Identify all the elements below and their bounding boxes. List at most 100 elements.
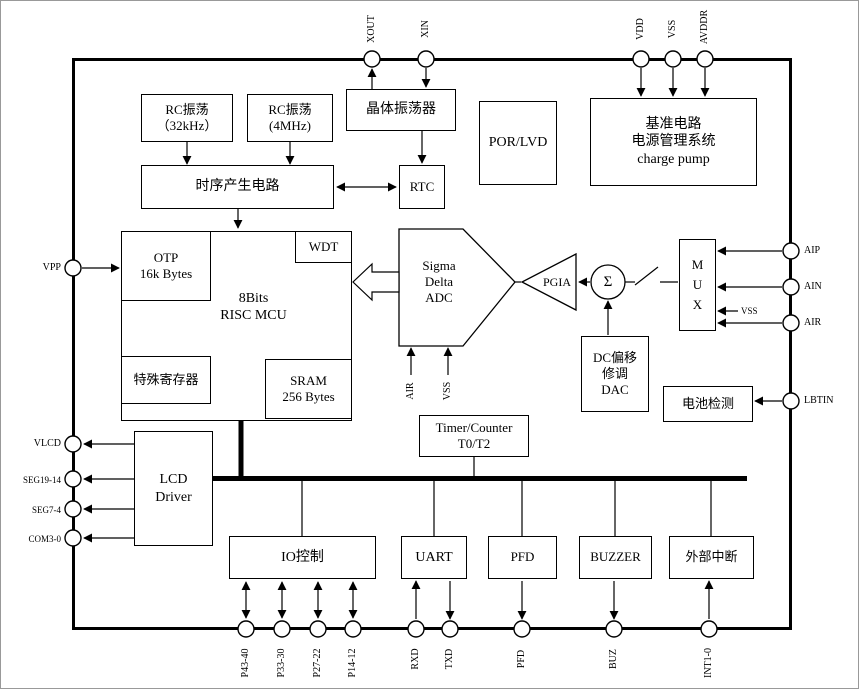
pin-label-seg19-14: SEG19-14 xyxy=(23,475,61,485)
block-wdt: WDT xyxy=(295,231,352,263)
timing-label: 时序产生电路 xyxy=(195,179,280,195)
block-buzzer: BUZZER xyxy=(579,536,652,579)
pin-xout xyxy=(363,50,381,68)
adc-to-mcu-bus-arrow xyxy=(352,262,400,302)
otp-label-1: OTP xyxy=(153,249,179,265)
pin-vss xyxy=(664,50,682,68)
pin-buz xyxy=(605,620,623,638)
block-rtc: RTC xyxy=(399,165,445,209)
dc-dac-label-1: DC偏移 xyxy=(592,349,638,365)
pin-label-vss-top: VSS xyxy=(667,19,678,39)
block-otp: OTP 16k Bytes xyxy=(121,231,211,301)
power-label-1: 基准电路 xyxy=(645,116,702,132)
pin-label-vdd: VDD xyxy=(635,18,646,40)
adc-shape xyxy=(398,228,516,347)
pin-p43-40 xyxy=(237,620,255,638)
block-special-registers: 特殊寄存器 xyxy=(121,356,211,404)
pin-label-p43-40: P43-40 xyxy=(240,648,251,678)
battery-label: 电池检测 xyxy=(681,395,734,411)
block-uart: UART xyxy=(401,536,467,579)
mcu-label-1: 8Bits xyxy=(238,290,269,306)
pin-label-lbtin: LBTIN xyxy=(804,395,834,406)
pgia-label: PGIA xyxy=(535,275,579,289)
pin-rxd xyxy=(407,620,425,638)
pin-label-xin: XIN xyxy=(420,20,431,38)
pin-label-p14-12: P14-12 xyxy=(347,648,358,678)
por-lvd-label: POR/LVD xyxy=(488,135,548,151)
power-label-2: 电源管理系统 xyxy=(631,134,716,150)
dc-dac-label-2: 修调 xyxy=(601,365,628,381)
block-crystal-osc: 晶体振荡器 xyxy=(346,89,456,131)
summing-node-shape xyxy=(590,264,626,300)
lcd-label-2: Driver xyxy=(155,489,192,505)
pin-seg19-14 xyxy=(64,470,82,488)
block-timing-generator: 时序产生电路 xyxy=(141,165,334,209)
pin-p33-30 xyxy=(273,620,291,638)
rc32-label-2: （32kHz） xyxy=(156,118,218,133)
block-mux: M U X xyxy=(679,239,716,331)
pin-seg7-4 xyxy=(64,500,82,518)
wdt-label: WDT xyxy=(308,238,339,254)
crystal-label: 晶体振荡器 xyxy=(366,102,436,118)
pin-pfd xyxy=(513,620,531,638)
pin-lbtin xyxy=(782,392,800,410)
pfd-label: PFD xyxy=(510,549,535,565)
pin-label-buz: BUZ xyxy=(608,649,619,669)
pin-avddr xyxy=(696,50,714,68)
pin-label-com3-0: COM3-0 xyxy=(28,534,61,544)
pin-aip xyxy=(782,242,800,260)
rc32-label-1: RC振荡 xyxy=(165,101,209,117)
mcu-core-label: 8Bits RISC MCU xyxy=(171,287,336,327)
adc-vss-input-label: VSS xyxy=(442,381,453,401)
block-battery-detect: 电池检测 xyxy=(663,386,753,422)
adc-label-3: ADC xyxy=(425,290,453,306)
sram-label-1: SRAM xyxy=(290,372,327,388)
block-sram: SRAM 256 Bytes xyxy=(265,359,352,419)
block-power-management: 基准电路 电源管理系统 charge pump xyxy=(590,98,757,186)
mux-label-1: M xyxy=(691,256,704,272)
mcu-label-2: RISC MCU xyxy=(220,308,287,323)
otp-label-2: 16k Bytes xyxy=(139,266,193,281)
pin-label-xout: XOUT xyxy=(366,15,377,43)
pin-label-vlcd: VLCD xyxy=(33,438,61,449)
pin-txd xyxy=(441,620,459,638)
mux-vss-input-label: VSS xyxy=(741,306,758,316)
pin-label-p27-22: P27-22 xyxy=(312,648,323,678)
block-rc-osc-32k: RC振荡 （32kHz） xyxy=(141,94,233,142)
pin-air xyxy=(782,314,800,332)
pin-label-avddr: AVDDR xyxy=(699,9,710,45)
signal-wires xyxy=(82,68,782,620)
pin-vdd xyxy=(632,50,650,68)
pin-label-p33-30: P33-30 xyxy=(276,648,287,678)
pin-vlcd xyxy=(64,435,82,453)
pgia-label-text: PGIA xyxy=(542,274,571,289)
block-ext-interrupt: 外部中断 xyxy=(669,536,754,579)
block-por-lvd: POR/LVD xyxy=(479,101,557,185)
pin-label-int1-0: INT1-0 xyxy=(703,648,714,678)
block-rc-osc-4m: RC振荡 (4MHz) xyxy=(247,94,333,142)
pin-label-seg7-4: SEG7-4 xyxy=(32,505,61,515)
sigma-label-text: Σ xyxy=(603,273,613,290)
pin-p14-12 xyxy=(344,620,362,638)
lcd-label-1: LCD xyxy=(159,472,188,487)
pin-label-vpp: VPP xyxy=(42,262,61,273)
pin-p27-22 xyxy=(309,620,327,638)
pin-com3-0 xyxy=(64,529,82,547)
mux-label-2: U xyxy=(692,276,703,292)
buzzer-label: BUZZER xyxy=(590,549,641,565)
rtc-label: RTC xyxy=(409,178,435,194)
pin-label-pfd-pin: PFD xyxy=(516,649,527,669)
pin-vpp xyxy=(64,259,82,277)
pin-label-air: AIR xyxy=(804,317,822,328)
uart-label: UART xyxy=(415,549,453,565)
adc-label-2: Delta xyxy=(424,273,454,289)
block-lcd-driver: LCD Driver xyxy=(134,431,213,546)
pin-int1-0 xyxy=(700,620,718,638)
sfr-label: 特殊寄存器 xyxy=(133,371,199,387)
pin-ain xyxy=(782,278,800,296)
rc4-label-1: RC振荡 xyxy=(268,101,312,117)
timer-label-1: Timer/Counter xyxy=(435,419,513,435)
sram-label-2: 256 Bytes xyxy=(282,389,335,404)
